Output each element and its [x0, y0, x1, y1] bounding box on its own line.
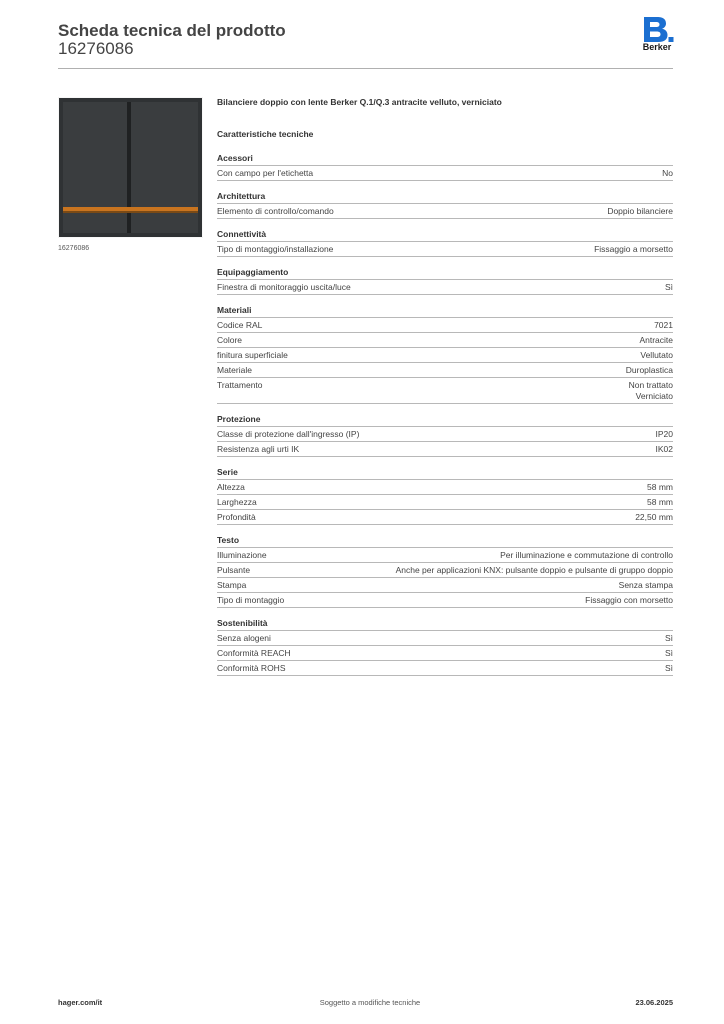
spec-value: IP20: [655, 429, 674, 439]
spec-value: Sì: [664, 633, 673, 643]
section-title: Connettività: [217, 229, 673, 242]
spec-value: Vellutato: [640, 350, 673, 360]
spec-value: Sì: [664, 282, 673, 292]
spec-label: Trattamento: [217, 380, 263, 390]
spec-label: Altezza: [217, 482, 245, 492]
spec-row: Resistenza agli urti IK IK02: [217, 442, 673, 457]
spec-value: 22,50 mm: [635, 512, 673, 522]
spec-label: Illuminazione: [217, 550, 267, 560]
spec-value: Anche per applicazioni KNX: pulsante dop…: [395, 565, 673, 575]
spec-row: Elemento di controllo/comando Doppio bila…: [217, 204, 673, 219]
spec-sheet: Bilanciere doppio con lente Berker Q.1/Q…: [217, 97, 673, 676]
header-divider: [58, 68, 673, 69]
spec-label: Classe di protezione dall'ingresso (IP): [217, 429, 360, 439]
spec-row: Tipo di montaggio Fissaggio con morsetto: [217, 593, 673, 608]
tech-heading: Caratteristiche tecniche: [217, 129, 314, 139]
spec-row: Senza alogeni Sì: [217, 631, 673, 646]
spec-label: Resistenza agli urti IK: [217, 444, 300, 454]
photo-caption: 16276086: [58, 245, 90, 252]
spec-label: Colore: [217, 335, 243, 345]
spec-label: Tipo di montaggio/installazione: [217, 244, 334, 254]
spec-value: Sì: [664, 648, 673, 658]
section-title: Testo: [217, 535, 673, 548]
spec-value: Antracite: [639, 335, 673, 345]
spec-value: No: [662, 168, 673, 178]
spec-row: Trattamento Non trattato Verniciato: [217, 378, 673, 404]
spec-row: Finestra di monitoraggio uscita/luce Sì: [217, 280, 673, 295]
spec-row: Conformità REACH Sì: [217, 646, 673, 661]
spec-label: Profondità: [217, 512, 256, 522]
spec-label: Con campo per l'etichetta: [217, 168, 314, 178]
section-title: Materiali: [217, 305, 673, 318]
spec-row: Altezza 58 mm: [217, 480, 673, 495]
spec-value: 7021: [654, 320, 673, 330]
section-title: Serie: [217, 467, 673, 480]
spec-label: finitura superficiale: [217, 350, 288, 360]
spec-row: Codice RAL 7021: [217, 318, 673, 333]
spec-row: Conformità ROHS Sì: [217, 661, 673, 676]
section-title: Protezione: [217, 414, 673, 427]
logo-wordmark: Berker: [642, 42, 672, 52]
footer-disclaimer: Soggetto a modifiche tecniche: [319, 998, 421, 1007]
spec-value: Non trattato Verniciato: [628, 380, 673, 401]
spec-label: Codice RAL: [217, 320, 263, 330]
spec-row: Materiale Duroplastica: [217, 363, 673, 378]
header-title: Scheda tecnica del prodotto: [58, 21, 286, 40]
spec-label: Materiale: [217, 365, 252, 375]
spec-label: Stampa: [217, 580, 247, 590]
product-image: [58, 97, 203, 238]
spec-row: Pulsante Anche per applicazioni KNX: puls…: [217, 563, 673, 578]
spec-row: Colore Antracite: [217, 333, 673, 348]
spec-row: Illuminazione Per illuminazione e commuta…: [217, 548, 673, 563]
footer-date: 23.06.2025: [635, 998, 673, 1007]
spec-value: Duroplastica: [625, 365, 673, 375]
spec-row: Larghezza 58 mm: [217, 495, 673, 510]
section-title: Architettura: [217, 191, 673, 204]
spec-value: Senza stampa: [618, 580, 673, 590]
spec-value: 58 mm: [647, 497, 673, 507]
product-code: 16276086: [58, 39, 134, 58]
spec-row: Stampa Senza stampa: [217, 578, 673, 593]
section-title: Sostenibilità: [217, 618, 673, 631]
berker-logo: Berker: [640, 16, 674, 56]
spec-value: Fissaggio a morsetto: [594, 244, 673, 254]
footer-website: hager.com/it: [58, 998, 103, 1007]
spec-row: Con campo per l'etichetta No: [217, 166, 673, 181]
section-title: Equipaggiamento: [217, 267, 673, 280]
product-name: Bilanciere doppio con lente Berker Q.1/Q…: [217, 97, 502, 107]
spec-row: Tipo di montaggio/installazione Fissaggio…: [217, 242, 673, 257]
spec-value: Fissaggio con morsetto: [585, 595, 673, 605]
berker-b-logo-icon: [644, 17, 674, 42]
spec-label: Conformità ROHS: [217, 663, 286, 673]
spec-value: 58 mm: [647, 482, 673, 492]
spec-value: Per illuminazione e commutazione di cont…: [500, 550, 673, 560]
spec-value: Doppio bilanciere: [607, 206, 673, 216]
spec-label: Finestra di monitoraggio uscita/luce: [217, 282, 351, 292]
spec-label: Conformità REACH: [217, 648, 291, 658]
spec-label: Tipo di montaggio: [217, 595, 285, 605]
spec-label: Senza alogeni: [217, 633, 271, 643]
spec-label: Larghezza: [217, 497, 257, 507]
spec-value: IK02: [655, 444, 674, 454]
spec-label: Pulsante: [217, 565, 251, 575]
spec-row: Classe di protezione dall'ingresso (IP) I…: [217, 427, 673, 442]
spec-row: Profondità 22,50 mm: [217, 510, 673, 525]
spec-label: Elemento di controllo/comando: [217, 206, 334, 216]
section-title: Acessori: [217, 153, 673, 166]
spec-value: Sì: [664, 663, 673, 673]
spec-row: finitura superficiale Vellutato: [217, 348, 673, 363]
